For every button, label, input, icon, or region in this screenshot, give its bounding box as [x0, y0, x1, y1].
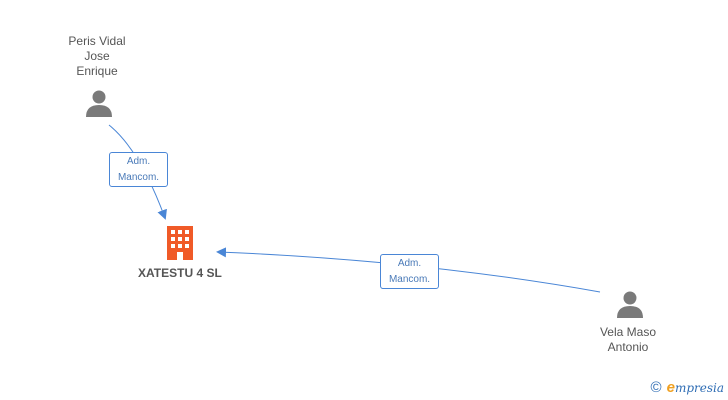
- building-icon[interactable]: [165, 226, 195, 260]
- edge-label-role[interactable]: Adm. Mancom.: [380, 254, 439, 289]
- empresia-logo-text: mpresia: [674, 380, 724, 395]
- empresia-logo-initial: e: [666, 379, 675, 396]
- person-icon[interactable]: [616, 290, 644, 318]
- person-icon[interactable]: [85, 89, 113, 117]
- person-name-peris-vidal[interactable]: Peris Vidal Jose Enrique: [68, 34, 126, 78]
- empresia-watermark[interactable]: © e mpresia: [651, 379, 724, 396]
- person-name-vela-maso[interactable]: Vela Maso Antonio: [599, 325, 657, 354]
- company-name[interactable]: XATESTU 4 SL: [138, 266, 222, 280]
- copyright-icon: ©: [650, 379, 662, 396]
- edge-label-role[interactable]: Adm. Mancom.: [109, 152, 168, 187]
